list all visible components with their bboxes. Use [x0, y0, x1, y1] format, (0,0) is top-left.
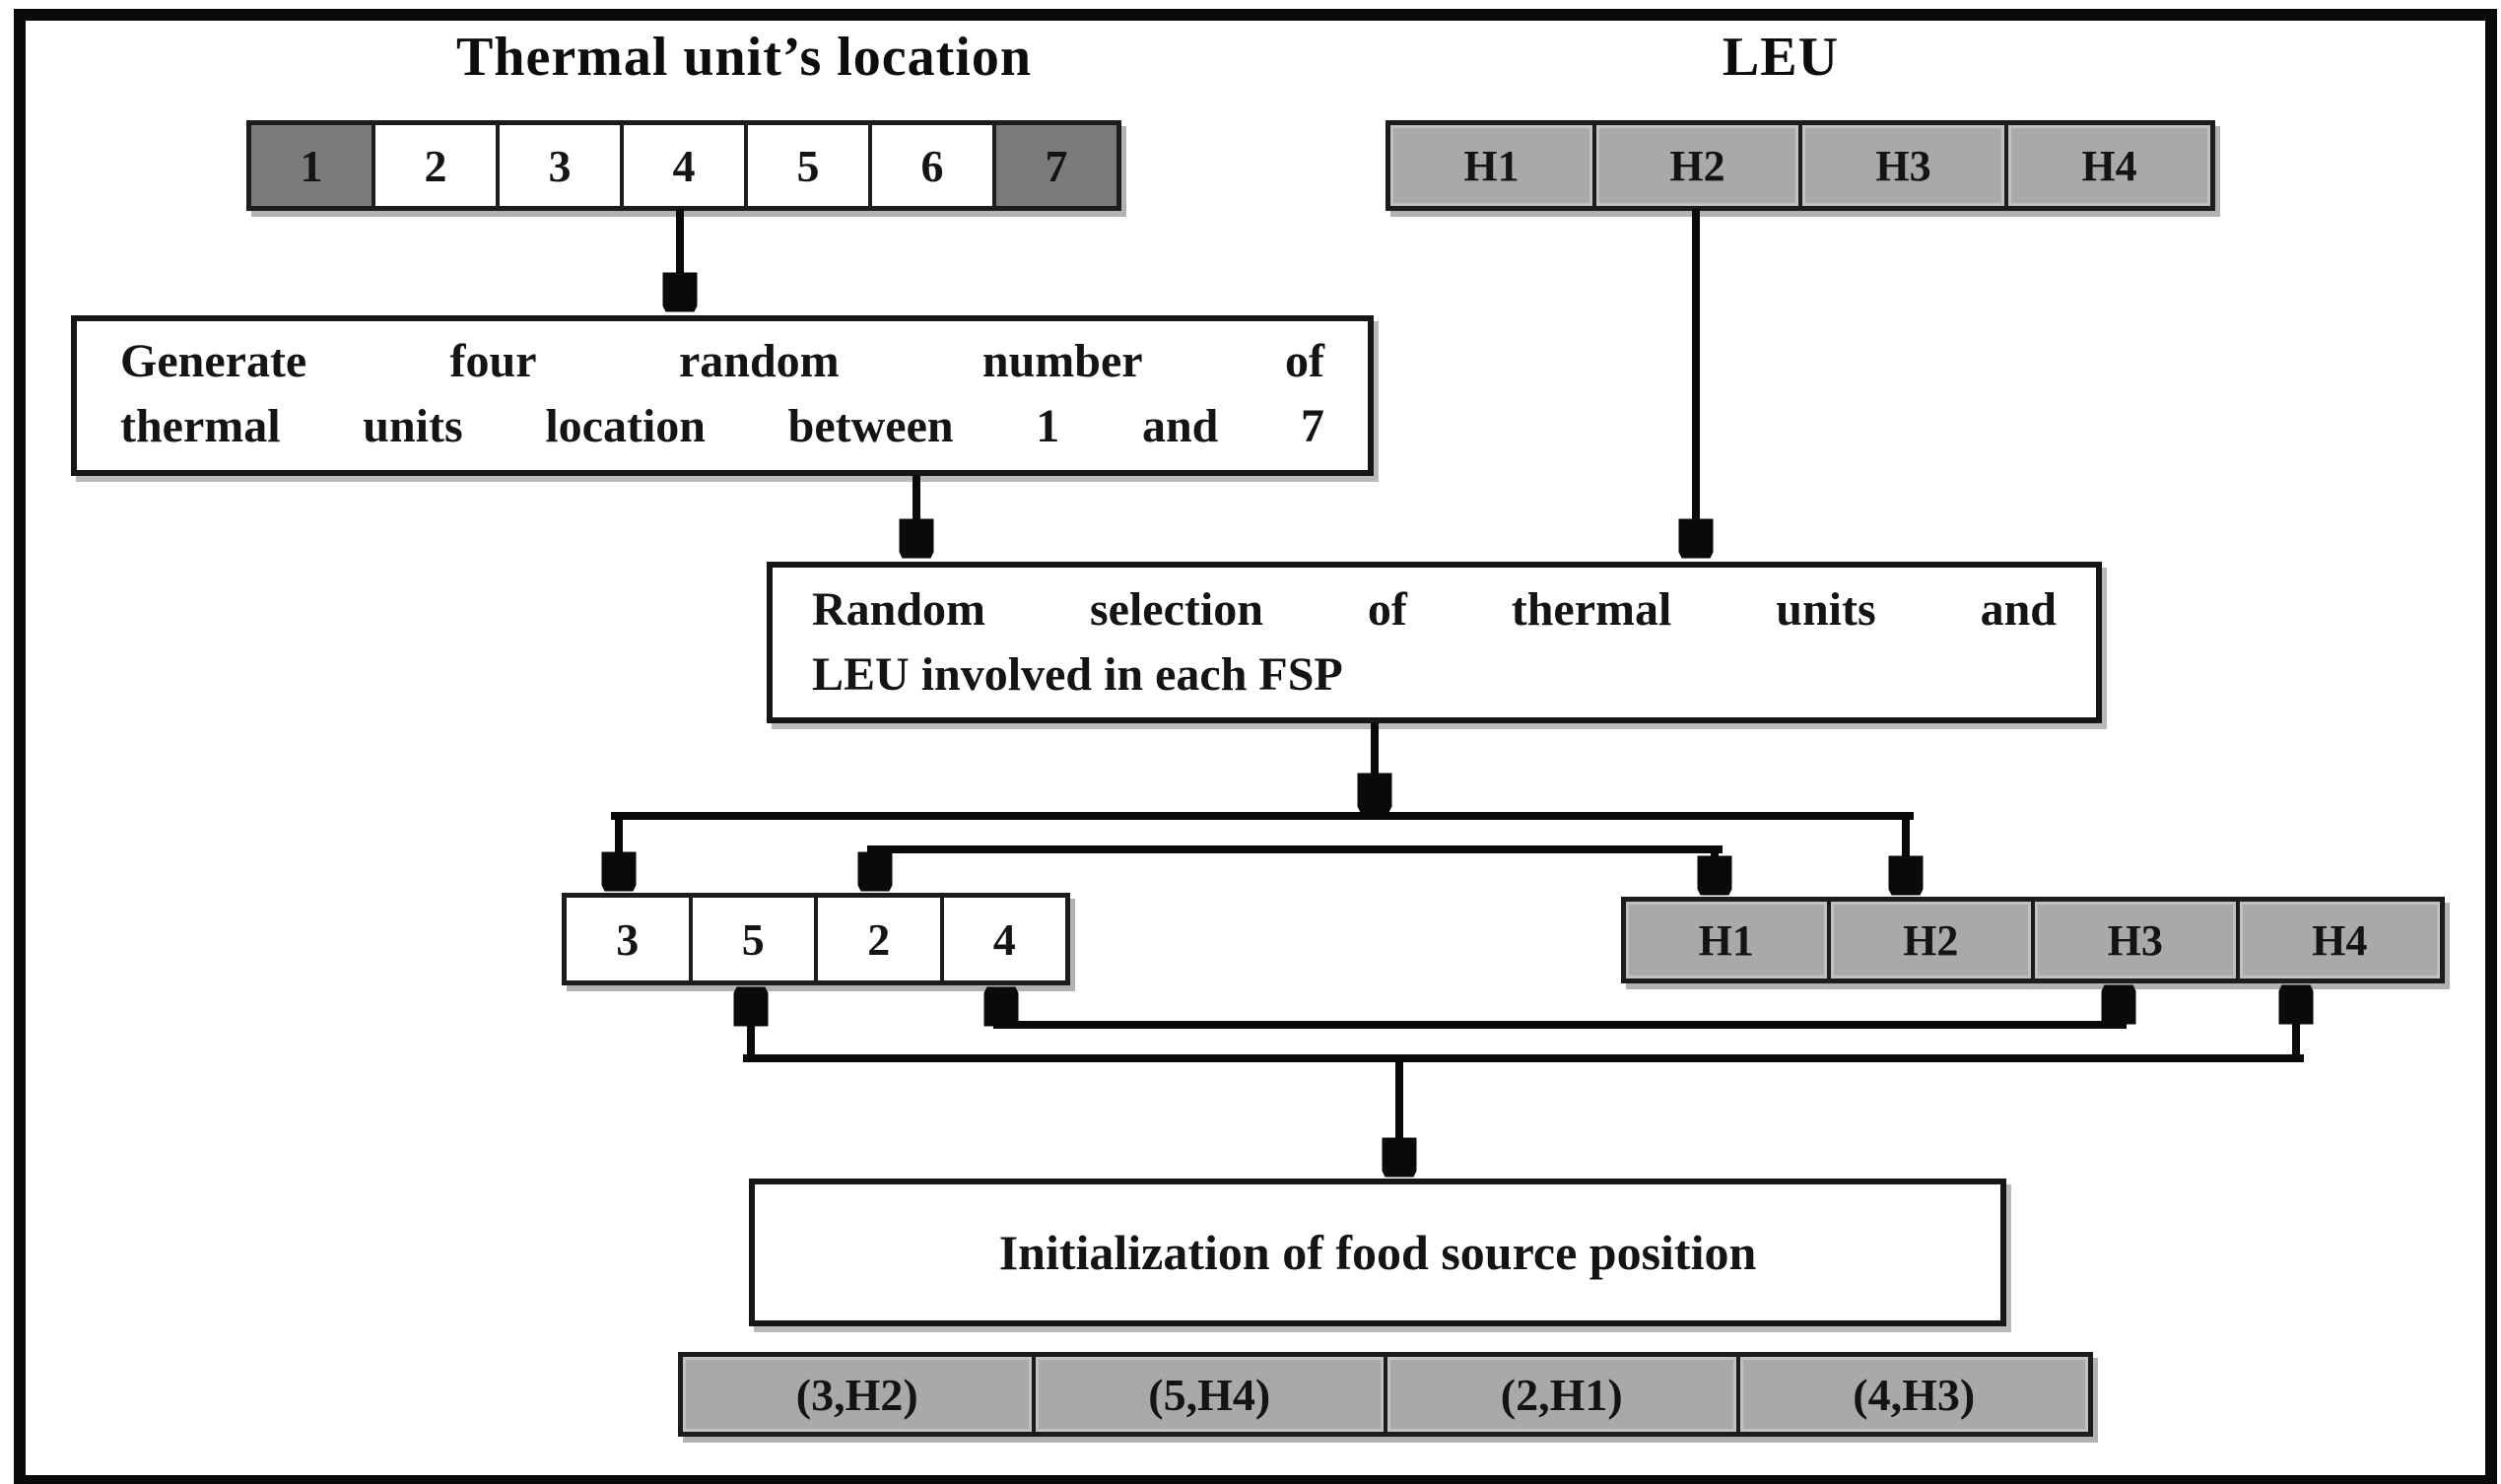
selected-leu-cell-h1: H1: [1626, 902, 1827, 978]
initialization-box: Initialization of food source position: [749, 1179, 2006, 1326]
leu-cell-h2: H2: [1592, 125, 1798, 206]
fsp-cell-2: (5,H4): [1031, 1357, 1384, 1432]
leu-cell-h1: H1: [1390, 125, 1592, 206]
selected-leu-row: H1 H2 H3 H4: [1621, 897, 2445, 983]
food-source-position-row: (3,H2) (5,H4) (2,H1) (4,H3): [678, 1352, 2093, 1437]
leu-cell-h3: H3: [1798, 125, 2004, 206]
random-box-line1: Random selection of thermal units and: [812, 583, 2057, 636]
thermal-cell-2: 2: [372, 125, 496, 206]
selected-unit-cell-5: 5: [688, 898, 814, 980]
initialization-box-text: Initialization of food source position: [998, 1225, 1757, 1280]
leu-row: H1 H2 H3 H4: [1386, 120, 2215, 211]
thermal-cell-3: 3: [496, 125, 620, 206]
selected-unit-cell-3: 3: [567, 898, 689, 980]
thermal-cell-6: 6: [868, 125, 992, 206]
thermal-cell-5: 5: [744, 125, 868, 206]
selected-unit-cell-2: 2: [814, 898, 940, 980]
fsp-cell-4: (4,H3): [1735, 1357, 2088, 1432]
generate-box-line2: thermal units location between 1 and 7: [120, 400, 1324, 452]
thermal-location-row: 1 2 3 4 5 6 7: [246, 120, 1121, 211]
generate-box-line1: Generate four random number of: [120, 335, 1324, 387]
thermal-cell-1: 1: [251, 125, 372, 206]
random-selection-box: Random selection of thermal units and LE…: [767, 562, 2102, 723]
selected-leu-cell-h4: H4: [2235, 902, 2440, 978]
selected-units-row: 3 5 2 4: [562, 893, 1070, 985]
title-leu: LEU: [1722, 27, 1840, 88]
thermal-cell-7: 7: [992, 125, 1116, 206]
selected-leu-cell-h2: H2: [1826, 902, 2031, 978]
selected-unit-cell-4: 4: [939, 898, 1065, 980]
random-box-line2: LEU involved in each FSP: [812, 648, 1343, 701]
fsp-cell-1: (3,H2): [683, 1357, 1032, 1432]
generate-random-numbers-box: Generate four random number of thermal u…: [71, 315, 1374, 476]
selected-leu-cell-h3: H3: [2031, 902, 2236, 978]
fsp-cell-3: (2,H1): [1384, 1357, 1736, 1432]
leu-cell-h4: H4: [2004, 125, 2210, 206]
outer-border: [14, 9, 2497, 1484]
title-thermal-units-location: Thermal unit’s location: [455, 27, 1033, 88]
thermal-cell-4: 4: [620, 125, 744, 206]
